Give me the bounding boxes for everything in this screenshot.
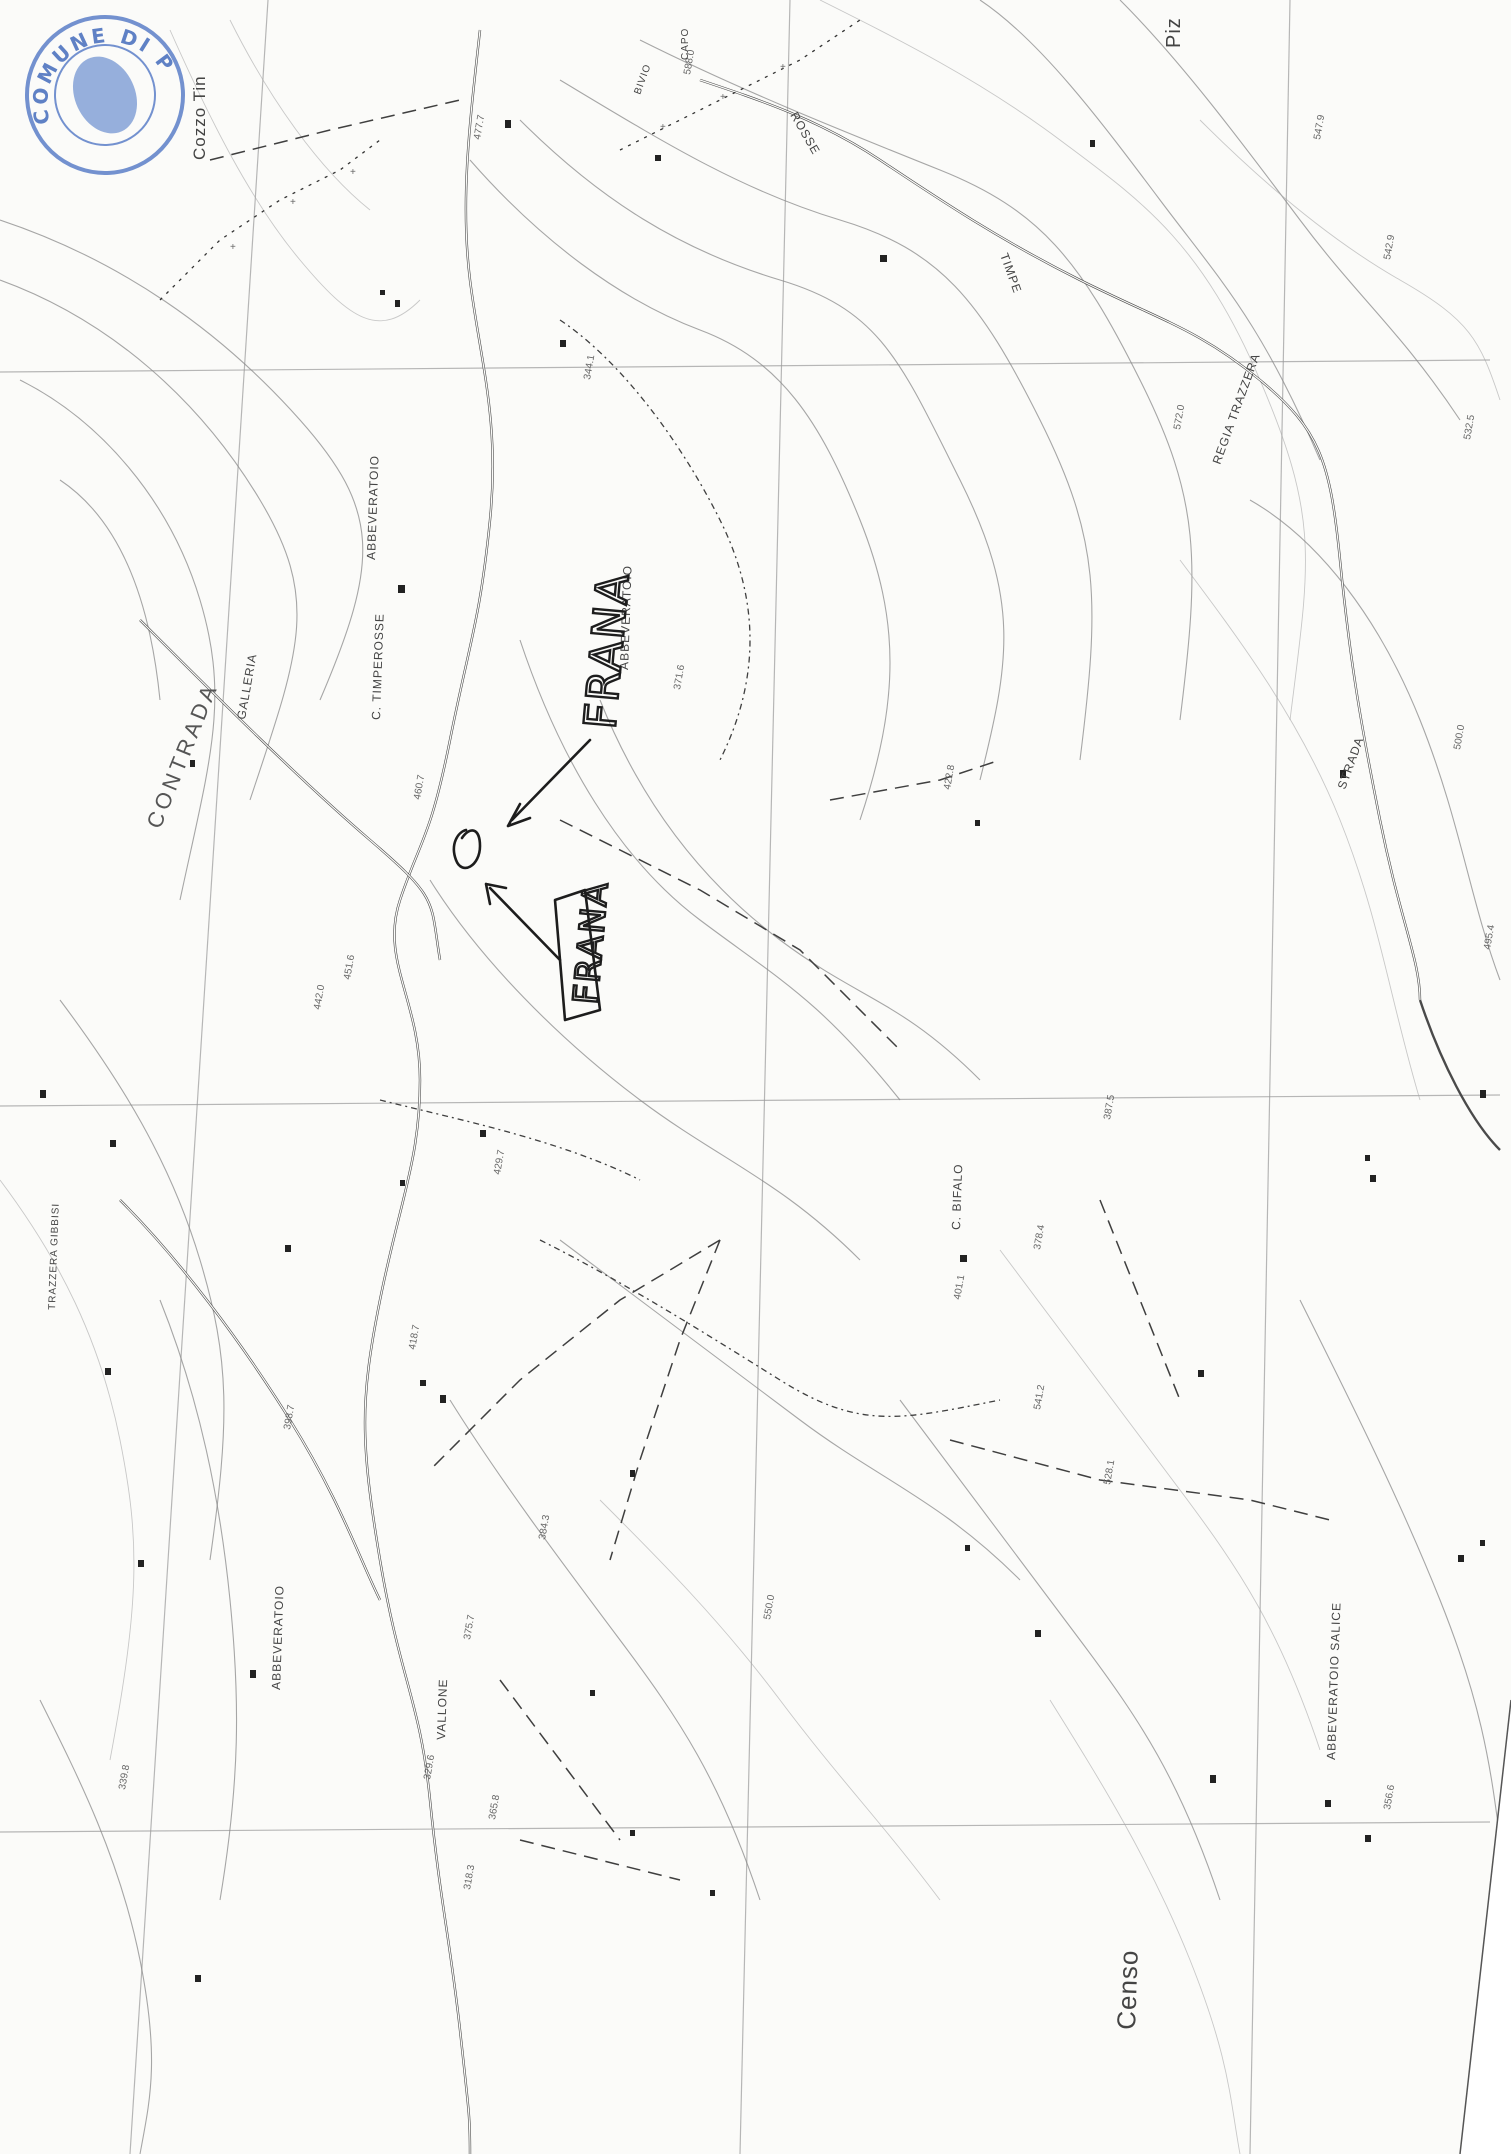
svg-text:+: + bbox=[720, 92, 726, 103]
label-galleria: GALLERIA bbox=[234, 652, 259, 720]
label-c-bifalo: C. BIFALO bbox=[949, 1163, 965, 1230]
svg-text:+: + bbox=[290, 197, 296, 208]
spot-height: 541.2 bbox=[1032, 1384, 1047, 1411]
label-strada: STRADA bbox=[1335, 735, 1367, 791]
spot-height: 384.3 bbox=[537, 1514, 552, 1541]
label-abbeveratoio-1: ABBEVERATOIO bbox=[364, 455, 382, 560]
svg-text:+: + bbox=[660, 122, 666, 133]
label-rosse: ROSSE bbox=[787, 110, 823, 158]
spot-heights: 477.7 588.0 547.9 572.0 542.9 532.5 460.… bbox=[117, 49, 1497, 1891]
svg-text:+: + bbox=[350, 167, 356, 178]
spot-height: 375.7 bbox=[462, 1614, 477, 1641]
label-c-timperosse: C. TIMPEROSSE bbox=[369, 613, 387, 720]
label-abbeveratoio-salice: ABBEVERATOIO SALICE bbox=[1324, 1602, 1344, 1760]
spot-height: 451.6 bbox=[342, 954, 357, 981]
western-road bbox=[119, 619, 442, 1601]
label-pizzo: Piz bbox=[1163, 17, 1185, 48]
landslide-annotation: FRANA FRANA bbox=[452, 569, 641, 1022]
spot-height: 365.8 bbox=[487, 1794, 502, 1821]
hand-circle bbox=[452, 828, 482, 870]
label-abbeveratoio-3: ABBEVERATOIO bbox=[269, 1585, 287, 1690]
spot-height: 588.0 bbox=[682, 49, 697, 76]
secondary-road bbox=[699, 78, 1501, 1151]
spot-height: 547.9 bbox=[1312, 114, 1327, 141]
spot-height: 572.0 bbox=[1172, 404, 1187, 431]
label-timpe: TIMPE bbox=[997, 251, 1024, 295]
arrowhead-upper bbox=[506, 802, 532, 828]
frana-box bbox=[553, 888, 602, 1022]
spot-height: 339.8 bbox=[117, 1764, 132, 1791]
label-trazzera-gibbisi: TRAZZERA GIBBISI bbox=[47, 1203, 62, 1310]
buildings bbox=[40, 120, 1486, 1982]
spot-height: 398.7 bbox=[282, 1404, 297, 1431]
label-abbeveratoio-2: ABBEVERATOIO bbox=[617, 565, 635, 670]
spot-height: 532.5 bbox=[1462, 414, 1477, 441]
svg-text:+: + bbox=[230, 242, 236, 253]
boundary-lines bbox=[379, 319, 1001, 1417]
spot-height: 542.9 bbox=[1382, 234, 1397, 261]
spot-height: 378.4 bbox=[1032, 1224, 1047, 1251]
dashed-tracks bbox=[209, 99, 1331, 1881]
sheet-edge bbox=[1459, 1699, 1511, 2154]
label-cozzo: Cozzo Tin bbox=[190, 75, 209, 160]
arrow-upper bbox=[510, 738, 592, 822]
frana-label-lower: FRANA bbox=[566, 879, 617, 1006]
spot-height: 418.7 bbox=[407, 1324, 422, 1351]
railway-line: + + + + + + bbox=[159, 19, 861, 301]
spot-height: 500.0 bbox=[1452, 724, 1467, 751]
spot-height: 477.7 bbox=[472, 114, 487, 141]
spot-height: 422.8 bbox=[942, 764, 957, 791]
spot-height: 371.6 bbox=[672, 664, 687, 691]
arrowhead-lower bbox=[484, 882, 508, 906]
svg-text:+: + bbox=[780, 62, 786, 73]
label-bivio: BIVIO bbox=[632, 62, 653, 96]
spot-height: 387.5 bbox=[1102, 1094, 1117, 1121]
spot-height: 460.7 bbox=[412, 774, 427, 801]
municipal-stamp: COMUNE DI PALAZZO bbox=[2, 0, 185, 175]
arrow-lower bbox=[488, 886, 562, 962]
label-capo: CAPO bbox=[680, 28, 691, 60]
spot-height: 442.0 bbox=[312, 984, 327, 1011]
spot-height: 401.1 bbox=[952, 1274, 967, 1301]
spot-height: 429.7 bbox=[492, 1149, 507, 1176]
spot-height: 356.6 bbox=[1382, 1784, 1397, 1811]
place-labels: Cozzo Tin Piz CONTRADA GALLERIA C. TIMPE… bbox=[47, 17, 1367, 2030]
spot-height: 344.1 bbox=[582, 354, 597, 381]
spot-height: 318.3 bbox=[462, 1864, 477, 1891]
label-contrada: CONTRADA bbox=[141, 678, 222, 831]
spot-height: 550.0 bbox=[762, 1594, 777, 1621]
spot-height: 495.4 bbox=[1482, 924, 1497, 951]
label-regia-trazzera: REGIA TRAZZERA bbox=[1210, 351, 1263, 466]
label-censo: Censo bbox=[1111, 1949, 1144, 2030]
label-vallone: VALLONE bbox=[434, 1678, 450, 1740]
spot-height: 329.6 bbox=[422, 1754, 437, 1781]
main-road bbox=[363, 29, 494, 2154]
spot-height: 528.1 bbox=[1102, 1459, 1117, 1486]
frana-label-upper: FRANA bbox=[575, 570, 640, 731]
